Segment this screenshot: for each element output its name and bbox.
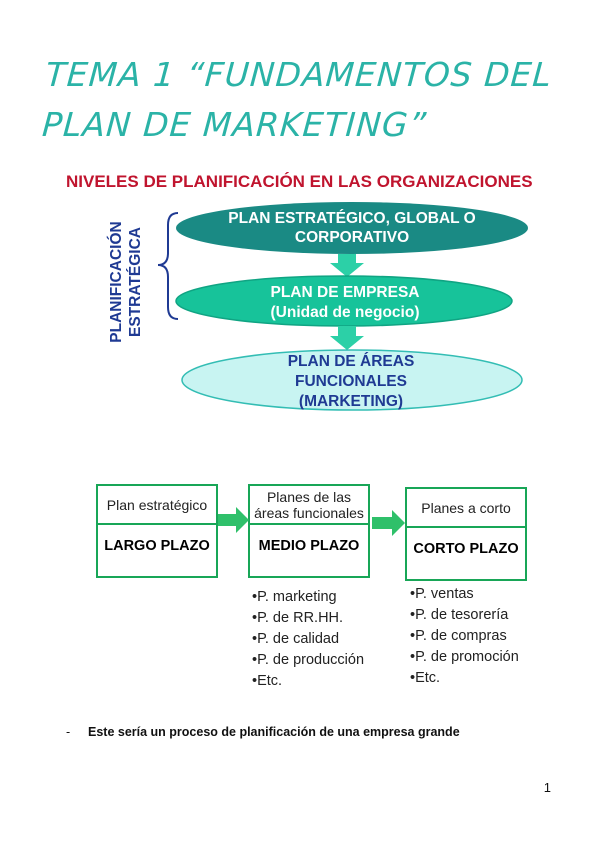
level3-text-1: PLAN DE ÁREAS — [287, 353, 415, 370]
note-line: - Este sería un proceso de planificación … — [66, 725, 460, 739]
box-3-top: Planes a corto — [407, 489, 525, 528]
list-item: •P. de producción — [252, 652, 365, 668]
list-item: •P. de calidad — [252, 631, 340, 647]
brace-shape — [157, 212, 179, 320]
title-line-1: TEMA 1 “FUNDAMENTOS DEL — [44, 55, 554, 94]
page-number: 1 — [543, 780, 551, 795]
arrow-right-2 — [372, 510, 405, 536]
level3-text-3: (MARKETING) — [298, 393, 404, 410]
list-item: •Etc. — [252, 673, 283, 689]
box-2-bottom: MEDIO PLAZO — [258, 538, 360, 554]
level2-text-2: (Unidad de negocio) — [270, 304, 420, 321]
note-dash: - — [66, 725, 71, 739]
arrow-down-2 — [330, 326, 364, 350]
box-2-top: Planes de las áreas funcionales — [250, 486, 368, 525]
document-title: TEMA 1 “FUNDAMENTOS DEL PLAN DE MARKETIN… — [41, 50, 568, 150]
diagram-heading: NIVELES DE PLANIFICACIÓN EN LAS ORGANIZA… — [66, 172, 533, 191]
level2-text-1: PLAN DE EMPRESA — [270, 284, 420, 301]
box-3-bottom: CORTO PLAZO — [413, 541, 519, 557]
note-text: Este sería un proceso de planificación d… — [88, 725, 460, 739]
level1-ellipse — [176, 202, 528, 254]
list-item: •P. de RR.HH. — [252, 610, 344, 626]
arrow-right-1 — [218, 507, 249, 533]
box-1-bottom: LARGO PLAZO — [104, 538, 210, 554]
title-line-2: PLAN DE MARKETING” — [40, 105, 429, 144]
box-planes-corto: Planes a corto CORTO PLAZO — [405, 487, 527, 581]
level3-ellipse — [181, 349, 523, 411]
corto-plazo-list: •P. ventas •P. de tesorería •P. de compr… — [410, 584, 519, 689]
list-item: •Etc. — [410, 670, 441, 686]
level1-text: PLAN ESTRATÉGICO, GLOBAL O CORPORATIVO — [228, 210, 476, 246]
medio-plazo-list: •P. marketing •P. de RR.HH. •P. de calid… — [252, 587, 364, 692]
list-item: •P. de compras — [410, 628, 507, 644]
arrow-down-1 — [330, 254, 364, 277]
list-item: •P. de tesorería — [410, 607, 509, 623]
list-item: •P. de promoción — [410, 649, 519, 665]
list-item: •P. marketing — [252, 589, 337, 605]
box-1-top: Plan estratégico — [98, 486, 216, 525]
list-item: •P. ventas — [410, 586, 474, 602]
box-planes-areas-funcionales: Planes de las áreas funcionales MEDIO PL… — [248, 484, 370, 578]
level3-text-2: FUNCIONALES — [295, 373, 407, 390]
box-plan-estrategico: Plan estratégico LARGO PLAZO — [96, 484, 218, 578]
planning-levels-diagram — [157, 202, 528, 411]
